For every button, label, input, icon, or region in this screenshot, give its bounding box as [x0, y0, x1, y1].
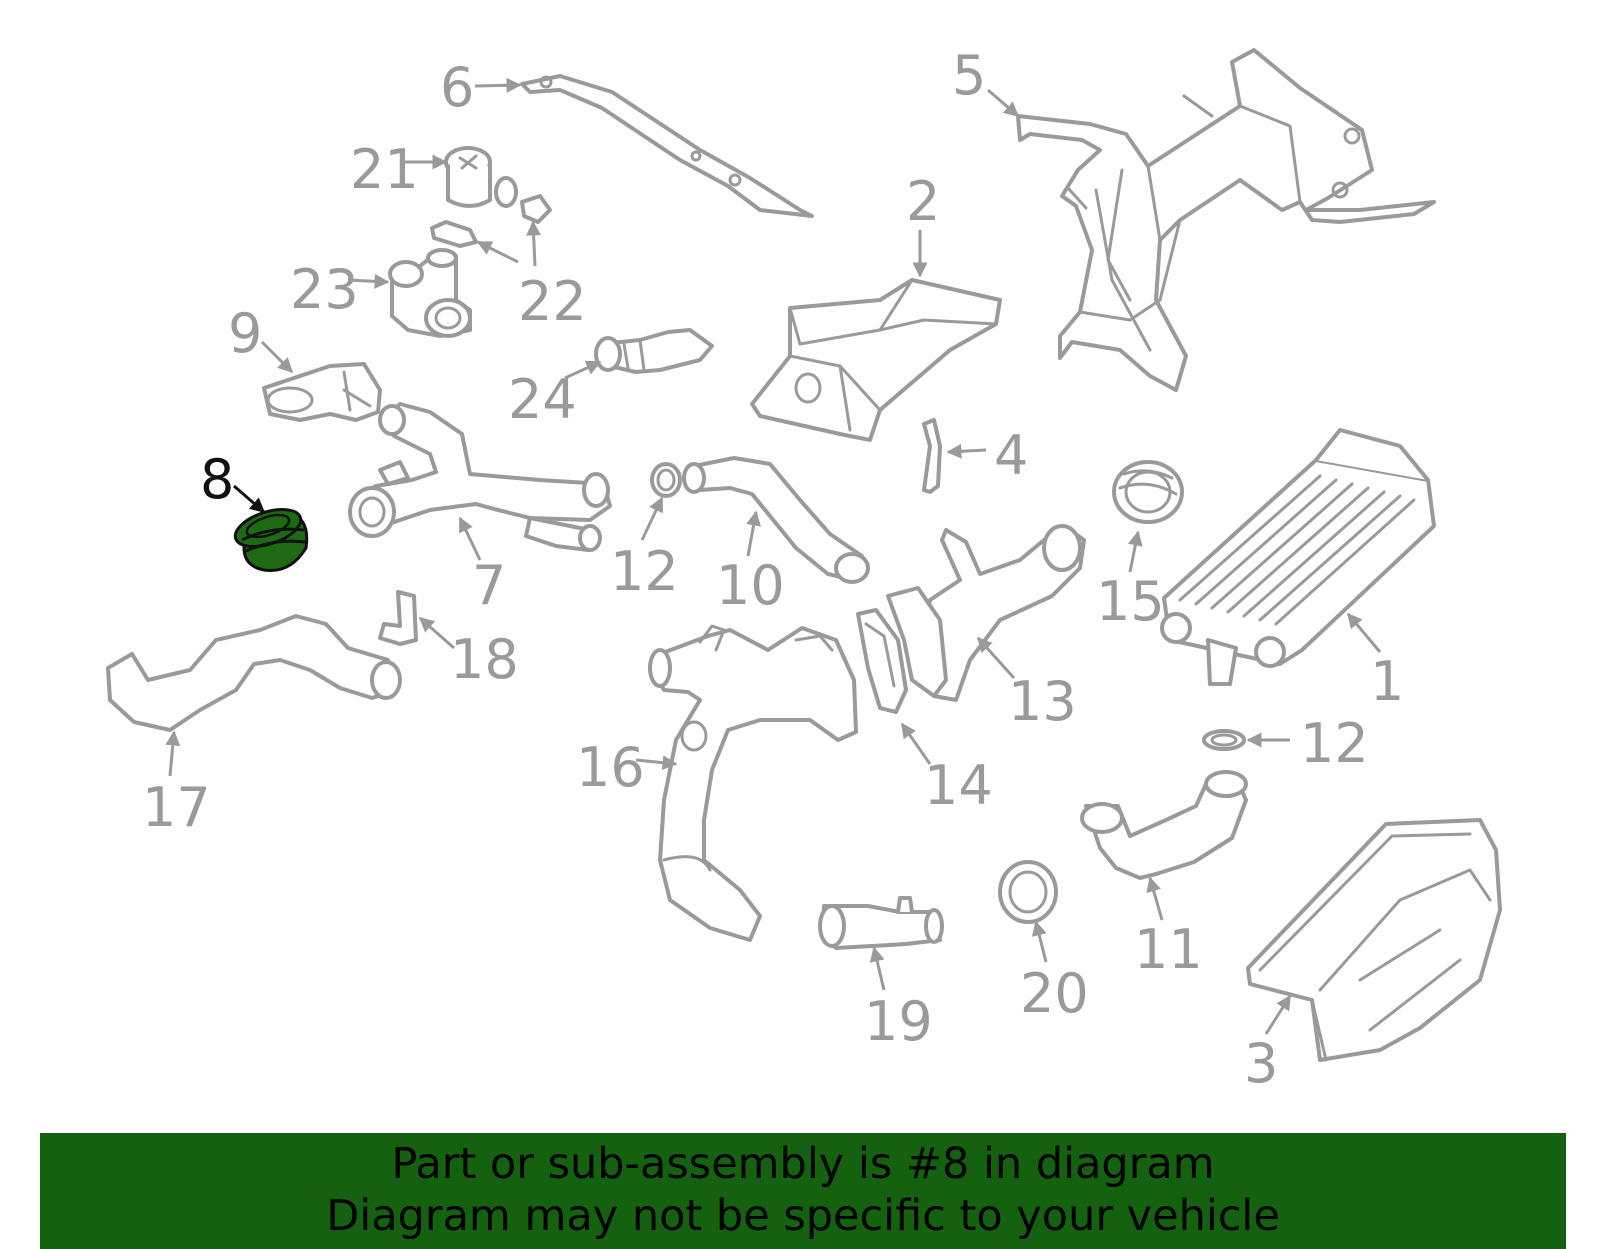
callout-8: 8	[200, 448, 266, 514]
svg-text:10: 10	[716, 554, 785, 617]
svg-text:12: 12	[610, 540, 679, 603]
part-5-support-frame[interactable]	[1016, 48, 1436, 392]
callout-17: 17	[142, 730, 211, 839]
part-17-hose[interactable]	[106, 614, 402, 732]
part-15-coupler[interactable]	[1112, 460, 1184, 524]
svg-text:3: 3	[1244, 1032, 1278, 1095]
part-10-hose[interactable]	[682, 456, 870, 584]
svg-text:5: 5	[952, 44, 986, 107]
part-18-clip[interactable]	[378, 590, 418, 646]
part-16-pipe[interactable]	[648, 624, 858, 942]
svg-text:2: 2	[906, 170, 940, 233]
svg-text:23: 23	[290, 258, 359, 321]
part-14-gasket[interactable]	[856, 608, 908, 714]
part-3-air-duct[interactable]	[1246, 818, 1502, 1062]
part-11-hose[interactable]	[1080, 770, 1248, 880]
part-24-hose[interactable]	[594, 328, 714, 374]
callout-1: 1	[1346, 612, 1404, 713]
svg-text:9: 9	[228, 302, 262, 365]
part-22-clip[interactable]	[430, 194, 552, 248]
callout-14: 14	[900, 722, 993, 817]
caption-line-2: Diagram may not be specific to your vehi…	[326, 1191, 1280, 1241]
svg-text:24: 24	[508, 368, 577, 431]
part-20-coupler[interactable]	[998, 860, 1058, 924]
svg-text:19: 19	[864, 990, 933, 1053]
callout-9: 9	[228, 302, 294, 374]
svg-text:11: 11	[1134, 918, 1203, 981]
svg-text:18: 18	[450, 628, 519, 691]
callout-18: 18	[418, 616, 519, 691]
callout-20: 20	[1020, 920, 1089, 1025]
part-7-y-pipe[interactable]	[348, 402, 612, 552]
part-2-air-duct[interactable]	[750, 278, 1002, 442]
svg-text:6: 6	[440, 56, 474, 119]
part-23-valve[interactable]	[388, 248, 472, 338]
callout-19: 19	[864, 946, 933, 1053]
part-8-hose-coupler[interactable]	[231, 502, 309, 573]
callout-4: 4	[946, 424, 1028, 487]
part-12-o-ring-upper[interactable]	[650, 462, 682, 498]
svg-text:16: 16	[576, 736, 645, 799]
svg-text:17: 17	[142, 776, 211, 839]
svg-text:22: 22	[518, 270, 587, 333]
caption-background	[40, 1133, 1566, 1249]
callout-16: 16	[576, 736, 678, 799]
part-4-clip[interactable]	[922, 418, 942, 494]
svg-text:13: 13	[1008, 670, 1077, 733]
svg-text:7: 7	[472, 554, 506, 617]
callout-2: 2	[906, 170, 940, 278]
part-21-fitting[interactable]	[444, 146, 518, 208]
part-19-hose[interactable]	[818, 896, 944, 950]
svg-text:20: 20	[1020, 962, 1089, 1025]
callout-7: 7	[458, 516, 506, 617]
part-13-duct[interactable]	[886, 524, 1086, 702]
callout-22: 22	[476, 220, 587, 333]
part-9-bracket[interactable]	[262, 362, 382, 422]
callout-11: 11	[1134, 876, 1203, 981]
svg-text:14: 14	[924, 754, 993, 817]
part-1-intercooler[interactable]	[1160, 428, 1436, 686]
callout-15: 15	[1096, 530, 1165, 633]
svg-text:12: 12	[1300, 712, 1369, 775]
callout-21: 21	[350, 138, 448, 201]
svg-text:21: 21	[350, 138, 419, 201]
callout-23: 23	[290, 258, 390, 321]
callout-3: 3	[1244, 994, 1292, 1095]
part-6-bracket[interactable]	[520, 74, 814, 218]
callout-13: 13	[976, 636, 1077, 733]
callout-24: 24	[508, 360, 602, 431]
svg-text:8: 8	[200, 448, 234, 511]
svg-text:1: 1	[1370, 650, 1404, 713]
svg-text:15: 15	[1096, 570, 1165, 633]
callout-12-upper: 12	[610, 496, 679, 603]
svg-text:4: 4	[994, 424, 1028, 487]
caption-line-1: Part or sub-assembly is #8 in diagram	[391, 1139, 1215, 1189]
caption-banner: Part or sub-assembly is #8 in diagram Di…	[40, 1133, 1566, 1249]
callout-10: 10	[716, 510, 785, 617]
callout-5: 5	[952, 44, 1020, 118]
part-12-o-ring-lower[interactable]	[1202, 729, 1246, 751]
callout-6: 6	[440, 56, 522, 119]
callout-12-lower: 12	[1246, 712, 1369, 775]
